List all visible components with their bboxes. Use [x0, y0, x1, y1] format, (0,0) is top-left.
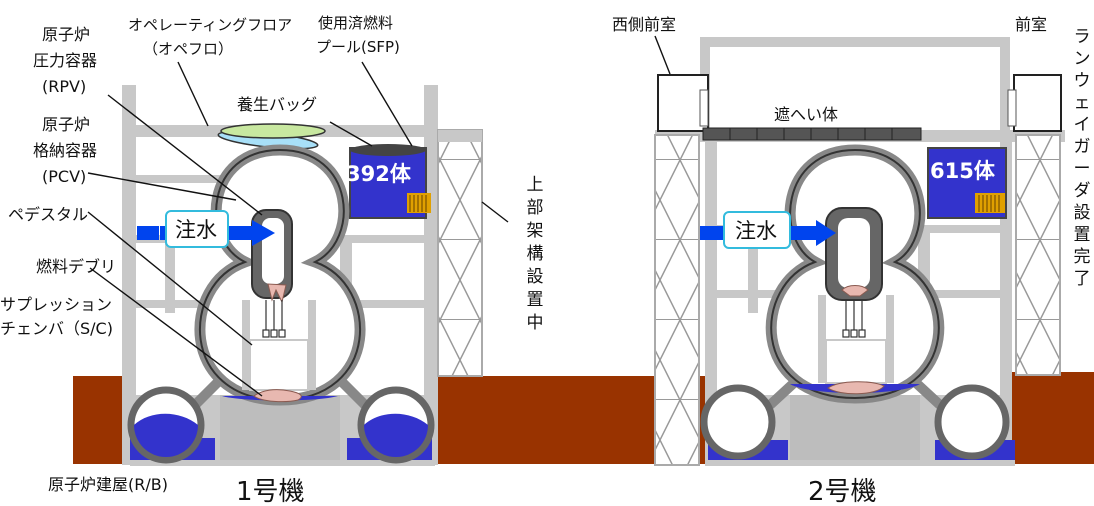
unit2-injection-arrow: 注水 — [700, 211, 836, 249]
unit2-anterooms — [657, 74, 1062, 132]
unit2-shield — [702, 127, 922, 141]
svg-text:ェ: ェ — [1074, 93, 1091, 113]
unit1-upper-frame-status: 上 部 架 構 設 置 中 — [527, 175, 544, 333]
unit2-suppression-chamber — [700, 384, 1010, 460]
unit2-side-towers — [654, 134, 1061, 466]
unit2-rpv — [825, 207, 883, 338]
svg-text:架: 架 — [527, 221, 544, 241]
svg-text:置: 置 — [1074, 225, 1091, 245]
svg-text:上: 上 — [527, 175, 544, 195]
unit1-leader-lines — [87, 61, 509, 397]
svg-text:構: 構 — [527, 244, 544, 264]
building-label: 原子炉建屋(R/B) — [48, 475, 168, 494]
suppression-label-2: チェンバ（S/C) — [0, 319, 113, 338]
svg-text:中: 中 — [527, 313, 544, 333]
west-anteroom-label: 西側前室 — [612, 15, 676, 34]
unit1-fuel-count: 392体 — [346, 162, 412, 186]
unit1-debris — [253, 389, 302, 403]
fuel-debris-label: 燃料デブリ — [36, 257, 116, 276]
svg-text:ン: ン — [1074, 49, 1091, 69]
svg-text:ー: ー — [1074, 159, 1091, 179]
unit2-debris — [827, 381, 885, 395]
unit2-labels: 西側前室 前室 遮へい体 2号機 — [612, 15, 1047, 506]
svg-text:設: 設 — [1074, 203, 1091, 223]
shield-label: 遮へい体 — [774, 105, 838, 124]
unit2-injection-label: 注水 — [735, 219, 777, 243]
unit2-sfp: 615体 — [927, 147, 1007, 219]
anteroom-label: 前室 — [1015, 15, 1047, 34]
pedestal-label: ペデスタル — [8, 205, 88, 224]
unit1-suppression-chamber — [127, 386, 435, 464]
unit1-sfp: 392体 — [346, 144, 431, 219]
operating-floor-label-2: （オペフロ） — [143, 40, 233, 58]
svg-text:完: 完 — [1074, 247, 1091, 267]
svg-text:設: 設 — [527, 267, 544, 287]
unit1-injection-arrow: 注水 — [137, 210, 275, 248]
rpv-label-2: 圧力容器 — [33, 51, 97, 70]
svg-text:ラ: ラ — [1074, 27, 1091, 47]
unit1-cover-bag — [217, 123, 326, 150]
svg-text:部: 部 — [527, 198, 544, 218]
rpv-label-1: 原子炉 — [42, 25, 90, 44]
unit1-label: 1号機 — [236, 477, 305, 506]
svg-text:ウ: ウ — [1074, 71, 1091, 91]
svg-text:イ: イ — [1074, 115, 1091, 135]
pcv-label-3: (PCV) — [42, 167, 86, 186]
svg-text:了: 了 — [1074, 269, 1091, 289]
svg-text:置: 置 — [527, 290, 544, 310]
svg-text:ガ: ガ — [1074, 137, 1091, 157]
unit2-fuel-count: 615体 — [930, 159, 996, 183]
cover-bag-label: 養生バッグ — [237, 95, 317, 114]
suppression-label-1: サプレッション — [0, 295, 112, 314]
pcv-label-1: 原子炉 — [42, 115, 90, 134]
unit1-labels: オペレーティングフロア （オペフロ） 使用済燃料 プール(SFP) 原子炉 圧力… — [0, 14, 400, 506]
unit2-label: 2号機 — [808, 477, 877, 506]
svg-text:ダ: ダ — [1074, 181, 1091, 201]
unit1-upper-frame — [437, 129, 483, 377]
operating-floor-label-1: オペレーティングフロア — [128, 16, 292, 34]
sfp-label-1: 使用済燃料 — [318, 14, 393, 32]
rpv-label-3: (RPV) — [42, 77, 86, 96]
sfp-label-2: プール(SFP) — [316, 38, 400, 56]
unit1-injection-label: 注水 — [175, 218, 217, 242]
pcv-label-2: 格納容器 — [33, 141, 97, 160]
unit2-runway-girder-status: ラ ン ウ ェ イ ガ ー ダ 設 置 完 了 — [1074, 27, 1091, 289]
